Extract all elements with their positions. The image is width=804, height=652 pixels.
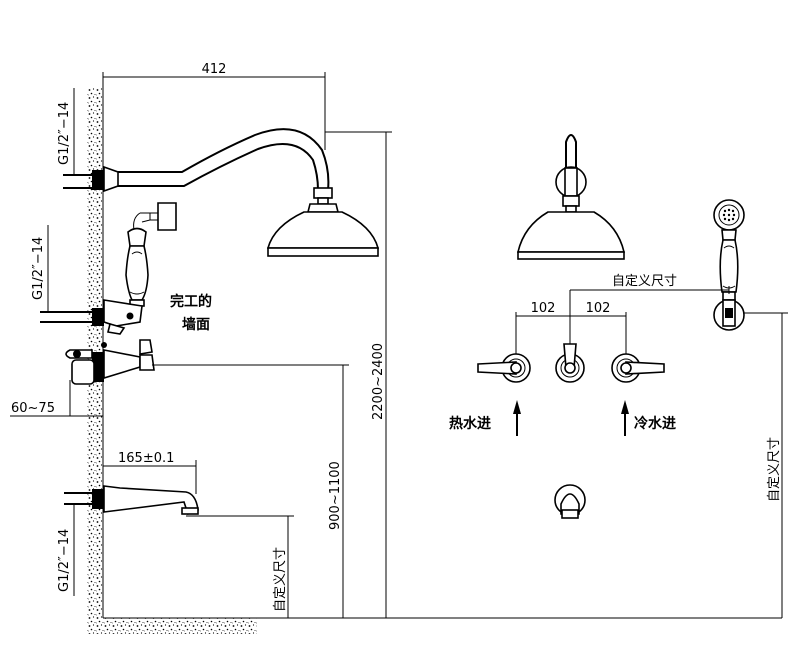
hand-shower-side xyxy=(125,202,177,307)
dim-spacing-left: 102 xyxy=(531,301,556,316)
bath-spout-front xyxy=(554,484,586,519)
label-finished-wall-1: 完工的 xyxy=(170,293,212,310)
cold-water-arrow xyxy=(621,400,629,436)
label-cold-water-in: 冷水进 xyxy=(634,415,676,432)
dimension-lines-side xyxy=(10,72,782,619)
three-hole-valve-front xyxy=(477,343,665,383)
dim-spacing-right: 102 xyxy=(586,301,611,316)
dim-head-height: 2200~2400 xyxy=(371,343,386,420)
overhead-shower-front xyxy=(516,134,626,260)
dim-valve-height: 900~1100 xyxy=(328,461,343,530)
overhead-shower-side xyxy=(63,128,380,257)
hot-water-arrow xyxy=(513,400,521,436)
dim-top-width: 412 xyxy=(202,62,227,77)
dim-thread-mid: G1/2″−14 xyxy=(31,237,46,300)
dim-custom-size-top: 自定义尺寸 xyxy=(612,274,677,289)
dim-thread-bottom: G1/2″−14 xyxy=(57,529,72,592)
label-finished-wall-2: 墙面 xyxy=(182,316,210,333)
wall-elbow-side xyxy=(40,299,143,335)
label-hot-water-in: 热水进 xyxy=(449,415,491,432)
bath-spout-side xyxy=(64,485,199,516)
dim-custom-size-right: 自定义尺寸 xyxy=(767,437,782,502)
mixer-valve-side xyxy=(65,339,155,385)
dimension-lines-front xyxy=(515,286,788,618)
dim-thread-top: G1/2″−14 xyxy=(57,102,72,165)
dim-spout-length: 165±0.1 xyxy=(118,451,174,466)
dim-custom-size-left: 自定义尺寸 xyxy=(273,547,288,612)
dim-wall-offset: 60~75 xyxy=(11,401,55,416)
hand-shower-front xyxy=(713,199,745,331)
